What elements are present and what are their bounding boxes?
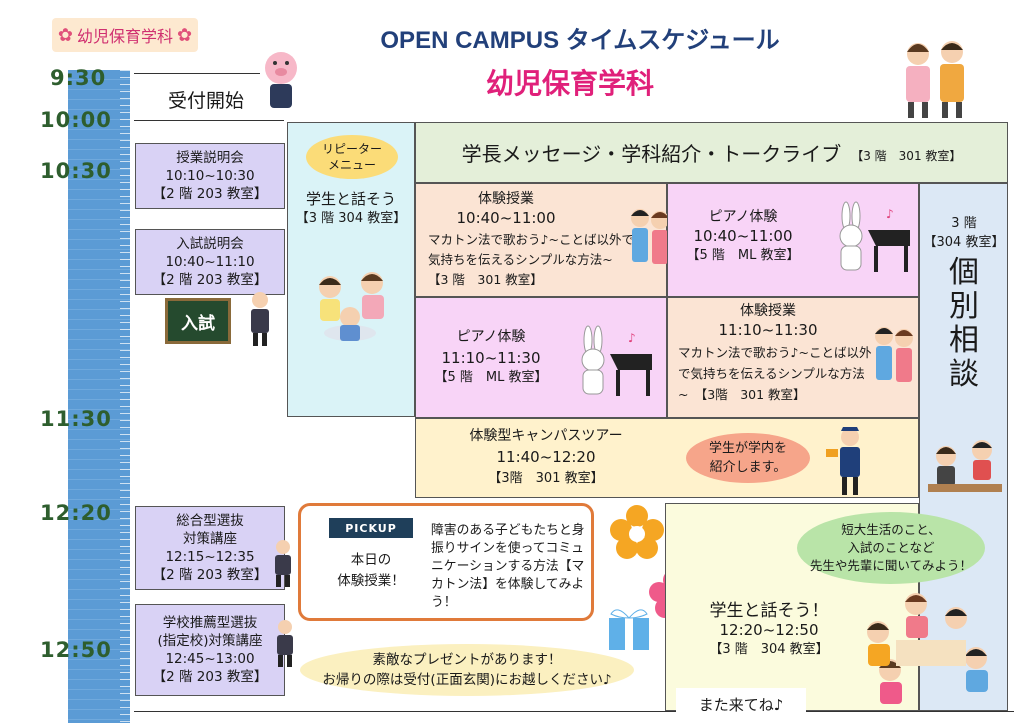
piano-trial-2: ピアノ体験 11:10~11:30 【5 階 ML 教室】 ♪: [415, 297, 667, 418]
repeater-room: 【3 階 304 教室】: [295, 211, 407, 226]
divider: [134, 711, 1014, 712]
talk-time: 12:20~12:50: [719, 621, 819, 639]
department-tag-label: 幼児保育学科: [76, 27, 173, 46]
repeater-box: リピーター メニュー 学生と話そう 【3 階 304 教室】: [287, 122, 415, 417]
repeater-badge: リピーター メニュー: [306, 135, 398, 179]
present-notice: 素敵なプレゼントがあります！ お帰りの際は受付(正面玄関)にお越しください♪: [300, 644, 634, 696]
trial-class-2: 体験授業 11:10~11:30 マカトン法で歌おう♪~ことば以外で気持ちを伝え…: [667, 297, 919, 418]
svg-text:♪: ♪: [628, 331, 636, 345]
session-time: 10:10~10:30: [165, 168, 255, 184]
tour-title: 体験型キャンパスツアー: [469, 428, 623, 444]
teacher-icon: [277, 620, 293, 667]
main-banner: 学長メッセージ・学科紹介・トークライブ 【3 階 301 教室】: [415, 122, 1008, 183]
session-title: 授業説明会: [176, 150, 244, 166]
session-room: 【2 階 203 教室】: [152, 567, 268, 583]
tour-time: 11:40~12:20: [496, 448, 596, 466]
rabbit-piano-illustration: ♪: [581, 325, 652, 396]
farewell-label: また来てね♪: [676, 688, 806, 720]
session-room: 【2 階 203 教室】: [152, 272, 268, 288]
teacher-icon: [275, 540, 291, 587]
session-time: 10:40~11:10: [165, 254, 255, 270]
flower-icon: ✿: [177, 24, 193, 46]
piano-title: ピアノ体験: [456, 329, 526, 345]
piano-room: 【5 階 ML 教室】: [434, 370, 548, 385]
time-label: 12:50: [40, 638, 112, 662]
session-comprehensive: 総合型選抜 対策講座 12:15~12:35 【2 階 203 教室】: [135, 506, 285, 590]
repeater-title: 学生と話そう: [305, 190, 396, 208]
guide-icon: [826, 427, 860, 495]
piano-trial-1: ピアノ体験 10:40~11:00 【5 階 ML 教室】 ♪: [667, 183, 919, 297]
pickup-box: PICKUP 本日の 体験授業！ 障害のある子どもたちと身振りサインを使ってコミ…: [298, 503, 594, 621]
department-tag: ✿ 幼児保育学科 ✿: [52, 18, 198, 52]
counseling-title: 個 別 相 談: [949, 255, 979, 392]
session-title: 入試説明会: [176, 236, 244, 252]
trial-description: マカトン法で歌おう♪~ことば以外で気持ちを伝えるシンプルな方法~ 【3 階 30…: [428, 232, 634, 287]
trial-class-1: 体験授業 10:40~11:00 マカトン法で歌おう♪~ことば以外で気持ちを伝え…: [415, 183, 669, 297]
teachers-icon: [631, 209, 669, 264]
teacher-icon: [251, 292, 269, 346]
main-banner-title: 学長メッセージ・学科紹介・トークライブ: [461, 142, 842, 166]
trial-time: 10:40~11:00: [456, 209, 556, 227]
flower-icon: ✿: [57, 24, 73, 46]
individual-counseling: 3 階 【304 教室】 個 別 相 談: [919, 183, 1008, 711]
tour-bubble: 学生が学内を 紹介します。: [686, 433, 810, 483]
students-talking-illustration: [319, 272, 384, 341]
session-title: 学校推薦型選抜 (指定校)対策講座: [157, 615, 263, 649]
tour-room: 【3階 301 教室】: [488, 471, 604, 486]
session-title: 総合型選抜 対策講座: [176, 513, 244, 547]
time-label: 9:30: [50, 66, 107, 90]
trial-title: 体験授業: [478, 191, 534, 207]
piano-time: 11:10~11:30: [441, 349, 541, 367]
page-subtitle: 幼児保育学科: [485, 67, 654, 100]
piano-title: ピアノ体験: [708, 209, 778, 225]
session-room: 【2 階 203 教室】: [152, 186, 268, 202]
talk-bubble: 短大生活のこと、 入試のことなど 先生や先輩に聞いてみよう！: [797, 512, 985, 584]
counseling-illustration: [928, 440, 1002, 492]
piano-time: 10:40~11:00: [693, 227, 793, 245]
session-admission: 入試説明会 10:40~11:10 【2 階 203 教室】: [135, 229, 285, 295]
time-label: 10:00: [40, 108, 112, 132]
session-briefing: 授業説明会 10:10~10:30 【2 階 203 教室】: [135, 143, 285, 209]
reception-label: 受付開始: [168, 90, 245, 112]
pickup-subtitle: 本日の 体験授業！: [337, 552, 405, 589]
divider: [134, 73, 260, 74]
students-group-illustration: [867, 593, 988, 704]
rabbit-piano-illustration: ♪: [839, 201, 910, 272]
session-time: 12:45~13:00: [165, 651, 255, 667]
time-label: 10:30: [40, 159, 112, 183]
time-label: 12:20: [40, 501, 112, 525]
teachers-illustration: [906, 41, 964, 118]
talk-room: 【3 階 304 教室】: [709, 642, 829, 657]
blackboard: 入試: [165, 298, 231, 344]
trial-title: 体験授業: [740, 303, 796, 319]
trial-description: マカトン法で歌おう♪~ことば以外で気持ちを伝えるシンプルな方法~ 【3階 301…: [678, 345, 872, 402]
time-label: 11:30: [40, 407, 112, 431]
divider: [134, 120, 284, 121]
session-recommendation: 学校推薦型選抜 (指定校)対策講座 12:45~13:00 【2 階 203 教…: [135, 604, 285, 696]
pickup-text: 障害のある子どもたちと身振りサインを使ってコミュニケーションする方法【マカトン法…: [431, 523, 585, 610]
page-title: OPEN CAMPUS タイムスケジュール: [380, 27, 780, 54]
session-time: 12:15~12:35: [165, 549, 255, 565]
session-room: 【2 階 203 教室】: [152, 669, 268, 685]
talk-title: 学生と話そう！: [709, 601, 829, 621]
trial-time: 11:10~11:30: [718, 321, 818, 339]
pig-mascot-icon: [265, 52, 297, 108]
main-banner-room: 【3 階 301 教室】: [851, 149, 962, 163]
piano-room: 【5 階 ML 教室】: [686, 248, 800, 263]
teachers-icon: [875, 327, 913, 382]
timeline-ruler: [68, 70, 130, 723]
pickup-label: PICKUP: [329, 518, 413, 538]
svg-text:♪: ♪: [886, 207, 894, 221]
campus-tour: 体験型キャンパスツアー 11:40~12:20 【3階 301 教室】 学生が学…: [415, 418, 919, 498]
counseling-room: 3 階 【304 教室】: [923, 216, 1005, 250]
